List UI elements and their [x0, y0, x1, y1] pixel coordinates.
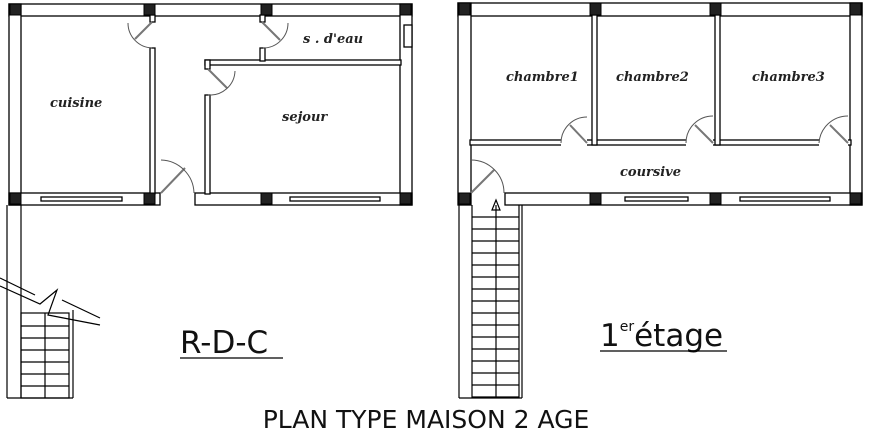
ground-floor-plan: cuisine sejour s . d'eau R-D-C [0, 3, 413, 399]
arrow-up-icon [491, 198, 501, 211]
level-number: 1 [600, 318, 620, 354]
room-label-chambre2: chambre2 [616, 70, 689, 85]
room-label-sejour: sejour [282, 110, 328, 125]
break-line [0, 277, 101, 326]
wall-sejour-left [204, 94, 211, 195]
window-sdeau [403, 24, 413, 48]
wall-right [849, 2, 863, 206]
door-sejour [207, 68, 236, 96]
columns [458, 2, 862, 205]
wall-rooms-bottom [469, 139, 852, 146]
level-text: étage [634, 318, 723, 354]
window-coursive-2 [739, 196, 831, 202]
stair-first [458, 198, 523, 399]
room-label-coursive: coursive [620, 165, 681, 180]
door-chambre1 [560, 116, 588, 144]
window-coursive-1 [624, 196, 689, 202]
door-chambre2 [685, 115, 714, 144]
wall-sdeau-bottom [204, 59, 402, 66]
wall-cuisine-right [149, 47, 156, 195]
door-stair [470, 159, 505, 194]
level-label-etage: 1erétage [600, 318, 723, 354]
first-floor-plan: chambre1 chambre2 chambre3 coursive 1eré… [457, 2, 863, 399]
door-cuisine [127, 21, 153, 49]
level-label-rdc: R-D-C [180, 325, 268, 361]
room-label-sdeau: s . d'eau [303, 32, 363, 47]
room-label-chambre3: chambre3 [752, 70, 825, 85]
wall-sdeau-stub2 [259, 47, 266, 62]
columns [9, 3, 412, 205]
level-superscript: er [620, 319, 635, 335]
door-sdeau [261, 21, 289, 49]
window-sejour [289, 196, 381, 202]
wall-sdeau-stub [204, 59, 211, 70]
door-entrance [160, 159, 195, 194]
room-label-cuisine: cuisine [50, 96, 102, 111]
wall-left [457, 2, 472, 206]
stair-ground [0, 205, 101, 399]
wall-partition-1 [591, 14, 598, 146]
wall-top [8, 3, 413, 17]
wall-left [8, 3, 22, 206]
window-cuisine [40, 196, 123, 202]
wall-top [457, 2, 863, 17]
plan-title: PLAN TYPE MAISON 2 AGE [263, 405, 590, 431]
wall-cuisine-stub [149, 14, 156, 23]
door-chambre3 [818, 115, 849, 144]
room-label-chambre1: chambre1 [506, 70, 579, 85]
wall-sdeau-stub3 [259, 14, 266, 23]
wall-partition-2 [714, 14, 721, 146]
